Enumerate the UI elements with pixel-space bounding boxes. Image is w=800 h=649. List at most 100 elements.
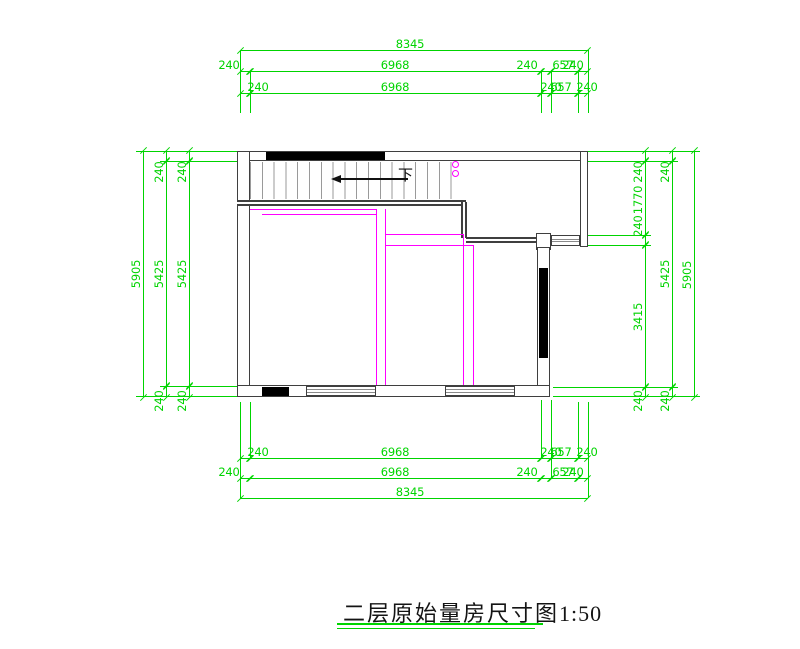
- dim-line: [672, 161, 673, 387]
- dim-label: 240: [562, 58, 584, 72]
- measure-line-h: [262, 214, 377, 216]
- dim-label: 240: [576, 80, 598, 94]
- dim-label: 240: [562, 465, 584, 479]
- dim-line: [541, 458, 551, 459]
- dim-line: [672, 151, 673, 161]
- extension-line: [588, 50, 589, 113]
- measure-circle-marker: [452, 161, 459, 168]
- dim-line: [250, 71, 541, 72]
- dim-line: [541, 93, 551, 94]
- extension-line: [551, 400, 552, 478]
- dim-line: [694, 151, 695, 397]
- extension-line: [553, 245, 651, 246]
- dim-line: [240, 71, 250, 72]
- dim-label: 657: [552, 465, 574, 479]
- dim-line: [645, 387, 646, 397]
- dim-label: 240: [218, 58, 240, 72]
- dim-line: [551, 478, 578, 479]
- dim-line: [166, 386, 167, 397]
- dim-line: [250, 93, 541, 94]
- dim-line: [645, 161, 646, 235]
- dim-line: [240, 498, 588, 499]
- measure-line-h: [386, 234, 464, 236]
- wall-stair-bottom: [237, 200, 466, 206]
- stair-arrow-line: [340, 178, 408, 180]
- dim-label: 240: [516, 465, 538, 479]
- dim-line: [551, 71, 578, 72]
- dim-label: 6968: [380, 58, 410, 72]
- dim-line: [578, 71, 588, 72]
- wall-stair-side: [461, 202, 467, 238]
- dim-line: [189, 161, 190, 386]
- measure-circle-marker: [452, 170, 459, 177]
- extension-line: [160, 386, 237, 387]
- window-bottom-left: [306, 386, 376, 396]
- wall-right-upper: [580, 151, 588, 247]
- dim-label: 6968: [380, 465, 410, 479]
- extension-line: [588, 161, 678, 162]
- extension-line: [588, 402, 589, 498]
- dim-label: 240: [576, 445, 598, 459]
- dim-label: 657: [550, 445, 572, 459]
- measure-line-h: [250, 209, 377, 211]
- stair-treads: [250, 162, 462, 199]
- measure-line-v: [463, 234, 465, 385]
- dim-label: 657: [552, 58, 574, 72]
- wall-right-solid-fill: [539, 268, 548, 358]
- dim-label: 6968: [380, 445, 410, 459]
- drawing-scale-text: 1:50: [559, 601, 603, 626]
- extension-line: [553, 235, 651, 236]
- wall-left: [237, 151, 250, 397]
- dim-line: [240, 458, 250, 459]
- extension-line: [551, 71, 552, 113]
- window-bottom-right: [445, 386, 515, 396]
- wall-top-solid-fill: [266, 152, 385, 160]
- dim-line: [189, 151, 190, 161]
- extension-line: [553, 387, 678, 388]
- dim-line: [541, 478, 551, 479]
- dim-line: [578, 93, 588, 94]
- wall-bottom-solid-fill: [262, 387, 289, 396]
- dim-line: [645, 151, 646, 161]
- dim-label: 6968: [380, 80, 410, 94]
- dim-line: [250, 458, 541, 459]
- extension-line: [160, 161, 237, 162]
- dim-line: [578, 458, 588, 459]
- dim-line: [240, 478, 250, 479]
- dim-label: 657: [550, 80, 572, 94]
- dim-line: [166, 151, 167, 161]
- dim-line: [250, 478, 541, 479]
- extension-line: [553, 396, 700, 397]
- measure-line-v: [385, 209, 387, 385]
- dim-label-overall-width: 8345: [395, 37, 425, 51]
- wall-step: [466, 237, 537, 243]
- extension-line: [136, 396, 237, 397]
- extension-line: [541, 71, 542, 113]
- stair-down-label: 下: [398, 168, 414, 184]
- measure-line-v: [473, 245, 475, 385]
- extension-line: [588, 151, 700, 152]
- stair-arrow-head: [331, 175, 341, 183]
- extension-line: [250, 71, 251, 113]
- dim-line: [541, 71, 551, 72]
- dim-label: 240: [247, 445, 269, 459]
- dim-line: [143, 151, 144, 397]
- dim-line: [240, 93, 250, 94]
- extension-line: [240, 50, 241, 113]
- extension-line: [541, 400, 542, 458]
- measure-line-v: [376, 209, 378, 385]
- dim-line: [240, 50, 588, 51]
- dim-label: 240: [516, 58, 538, 72]
- measure-line-h: [386, 245, 474, 247]
- extension-line: [578, 402, 579, 458]
- dim-label: 240: [218, 465, 240, 479]
- dim-line: [166, 161, 167, 386]
- dim-line: [551, 93, 578, 94]
- dim-line: [578, 478, 588, 479]
